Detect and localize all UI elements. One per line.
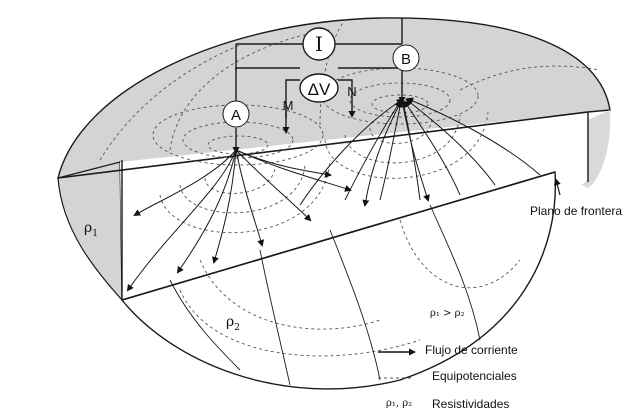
boundary-pointer	[553, 178, 561, 196]
current-meter: I	[302, 27, 336, 61]
current-lines-b	[299, 97, 541, 207]
electrode-m-label: M	[283, 98, 294, 113]
electrode-a: A	[222, 100, 250, 128]
top-surface	[57, 17, 611, 179]
legend-equipotential-label: Equipotenciales	[432, 369, 517, 383]
electrode-n-label: N	[347, 84, 356, 99]
section-equipotentials	[159, 111, 521, 357]
surface-edge	[57, 111, 589, 179]
electrode-b-label: B	[401, 51, 411, 68]
rho-2-label: ρ2	[226, 314, 240, 333]
electrode-a-label: A	[231, 107, 241, 124]
cut-face	[120, 112, 588, 300]
boundary-line	[121, 171, 556, 301]
lower-bowl	[120, 171, 557, 390]
rho-1-label: ρ1	[84, 220, 98, 239]
boundary-label: Plano de frontera	[530, 204, 622, 218]
electrode-b: B	[392, 44, 420, 72]
legend-resistivity-label: Resistividades	[432, 397, 509, 410]
legend: Flujo de corriente Equipotenciales ρ₁, ρ…	[378, 343, 518, 411]
voltage-meter-label: ΔV	[308, 80, 331, 99]
lower-lines	[169, 204, 481, 386]
legend-current-label: Flujo de corriente	[425, 343, 518, 357]
electrode-stakes	[232, 68, 406, 154]
legend-resistivity-symbol: ρ₁, ρ₂	[386, 398, 412, 409]
current-meter-label: I	[315, 32, 323, 56]
voltage-meter: ΔV	[299, 73, 339, 103]
current-lines-a	[126, 149, 352, 292]
rho-relation-label: ρ₁ > ρ₂	[430, 308, 465, 319]
